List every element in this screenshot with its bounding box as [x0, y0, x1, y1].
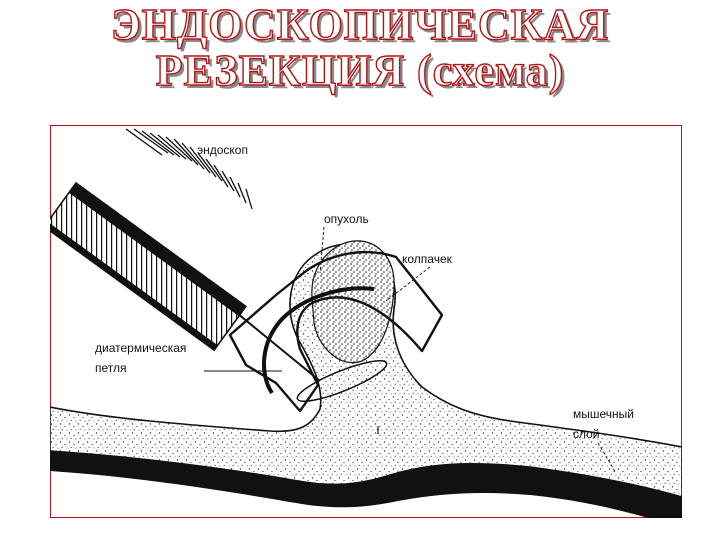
title-line-1: ЭНДОСКОПИЧЕСКАЯ	[110, 0, 610, 49]
label-endoscope: эндоскоп	[197, 143, 248, 157]
marker-roman-one: I	[376, 423, 380, 437]
cap	[228, 250, 444, 413]
slide-title: ЭНДОСКОПИЧЕСКАЯ РЕЗЕКЦИЯ (схема)	[0, 0, 720, 95]
label-loop-line1: диатермическая	[95, 341, 187, 355]
muscle-layer	[50, 451, 682, 518]
mucosa-layer	[50, 243, 682, 498]
snare-channel	[231, 308, 321, 382]
label-loop-line2: петля	[95, 361, 127, 375]
leader-tumor	[319, 226, 325, 274]
diathermic-loop	[296, 360, 388, 402]
tumor	[311, 240, 395, 364]
endoscope	[50, 181, 248, 352]
label-tumor: опухоль	[324, 212, 369, 226]
label-cap: колпачек	[402, 252, 452, 266]
endoscope-comb	[125, 128, 253, 210]
title-line-2: РЕЗЕКЦИЯ (схема)	[155, 46, 565, 95]
label-muscle-line2: слой	[573, 427, 600, 441]
endoscopic-resection-diagram	[50, 128, 682, 518]
cap-inner-edge	[262, 286, 375, 395]
label-muscle-line1: мышечный	[573, 407, 634, 421]
leader-muscle	[597, 442, 617, 474]
leader-cap	[385, 266, 431, 302]
